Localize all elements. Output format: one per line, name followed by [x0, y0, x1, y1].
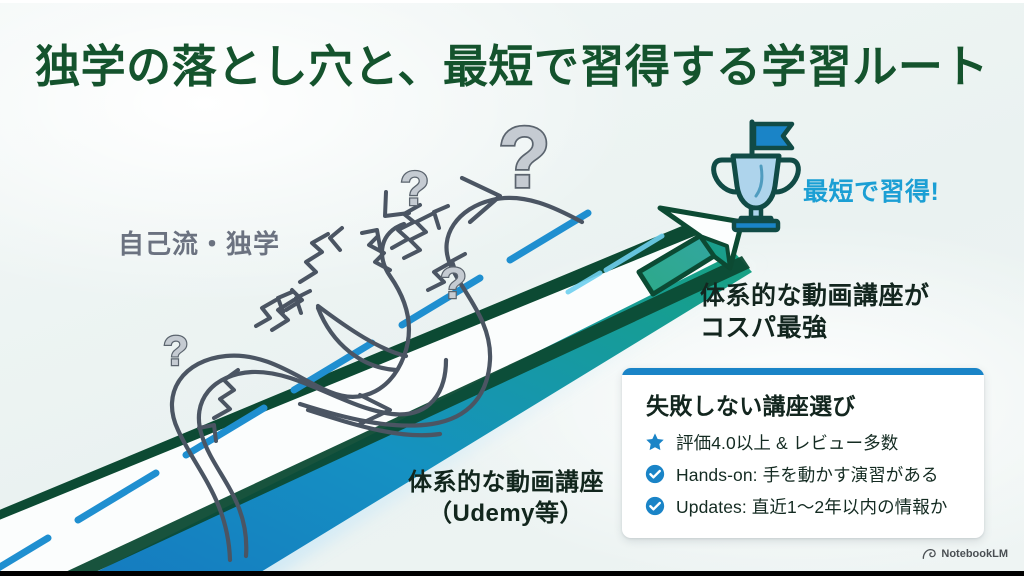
star-icon	[646, 433, 664, 451]
flag-icon	[751, 121, 795, 151]
check-circle-icon	[645, 496, 665, 516]
notebooklm-watermark: NotebookLM	[922, 548, 1008, 560]
label-road-course: 体系的な動画講座 （Udemy等）	[408, 468, 604, 529]
label-self-taught: 自己流・独学	[118, 229, 281, 259]
course-selection-card: 失敗しない講座選び 評価4.0以上 & レビュー多数 Hands-on: 手を動…	[622, 368, 984, 538]
list-item: Updates: 直近1〜2年以内の情報か	[644, 490, 947, 522]
list-item-label: 評価4.0以上 & レビュー多数	[676, 432, 899, 453]
label-systematic-best-value: 体系的な動画講座が コスパ最強	[700, 280, 930, 344]
watermark-label: NotebookLM	[941, 548, 1008, 560]
label-road-line1: 体系的な動画講座	[408, 469, 604, 496]
question-mark-icon-small-right: ?	[439, 258, 468, 309]
tangle-main-arrowhead	[459, 175, 503, 225]
svg-text:?: ?	[163, 327, 189, 374]
svg-text:?: ?	[498, 110, 551, 206]
list-item: 評価4.0以上 & レビュー多数	[644, 426, 947, 458]
svg-text:?: ?	[400, 163, 429, 216]
label-systematic-best-line1: 体系的な動画講座が	[700, 282, 930, 310]
label-road-line2: （Udemy等）	[427, 499, 585, 527]
check-circle-icon	[645, 464, 665, 484]
list-item-label: Updates: 直近1〜2年以内の情報か	[676, 496, 948, 517]
card-tips-list: 評価4.0以上 & レビュー多数 Hands-on: 手を動かす演習がある Up…	[644, 426, 947, 522]
svg-text:?: ?	[440, 259, 467, 308]
trophy-icon	[711, 119, 801, 233]
question-mark-icon-large: ?	[496, 108, 552, 207]
card-title: 失敗しない講座選び	[646, 393, 856, 419]
page-title: 独学の落とし穴と、最短で習得する学習ルート	[35, 41, 989, 92]
label-systematic-best-line2: コスパ最強	[700, 314, 828, 342]
tangle-zigzag-arrows	[197, 190, 467, 443]
label-shortest-mastery: 最短で習得!	[803, 178, 940, 206]
road-body	[0, 226, 735, 576]
question-mark-icon-medium: ?	[399, 162, 431, 218]
question-mark-icon-small-left: ?	[162, 326, 190, 375]
card-accent-bar	[622, 368, 984, 375]
road-arrow-head	[565, 205, 745, 297]
top-frame-bar	[0, 0, 1024, 3]
list-item: Hands-on: 手を動かす演習がある	[644, 458, 947, 490]
bottom-frame-bar	[0, 571, 1024, 576]
list-item-label: Hands-on: 手を動かす演習がある	[676, 464, 939, 485]
notebooklm-logo-icon	[923, 548, 937, 560]
